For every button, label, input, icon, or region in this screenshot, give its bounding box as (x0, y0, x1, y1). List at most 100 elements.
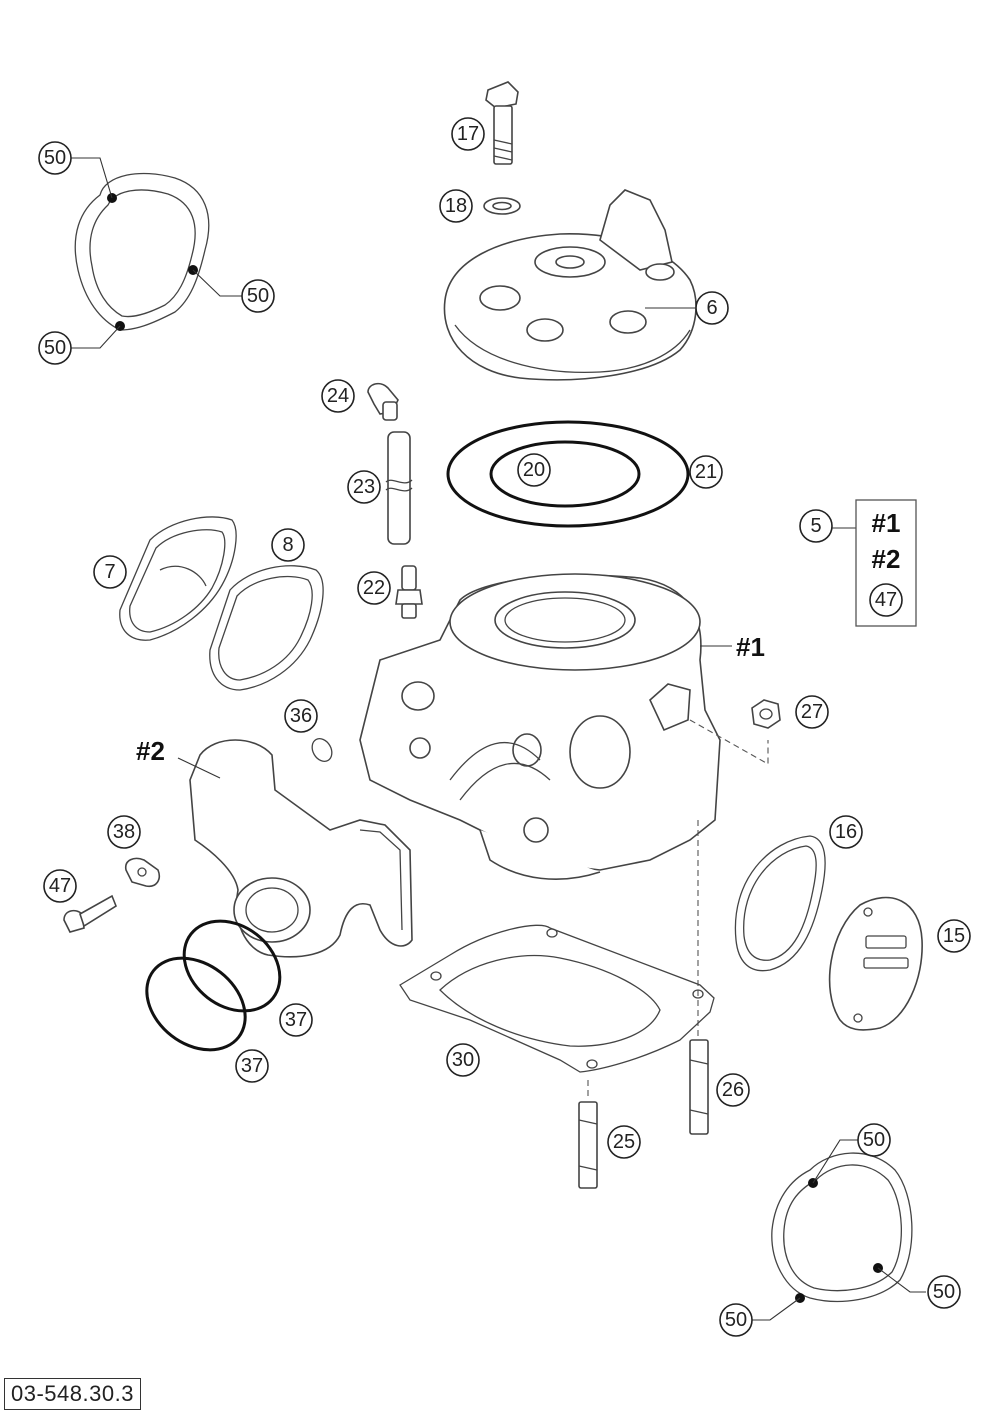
callout-circle (451, 117, 485, 151)
callout-50: 50 (857, 1123, 891, 1157)
callout-number: 24 (327, 385, 349, 407)
callout-circle (829, 815, 863, 849)
callout-number: 15 (943, 925, 965, 947)
callout-number: 22 (363, 577, 385, 599)
callout-25: 25 (607, 1125, 641, 1159)
callout-circle (689, 455, 723, 489)
callout-circle (38, 141, 72, 175)
callout-circle (271, 528, 305, 562)
legend-item-3: 47 (875, 589, 897, 611)
callout-6: 6 (695, 291, 729, 325)
screw-47 (63, 894, 117, 933)
callout-circle (235, 1049, 269, 1083)
legend-part-number: 5 (810, 515, 821, 537)
legend-item-1: #1 (872, 508, 901, 538)
callout-30: 30 (446, 1043, 480, 1077)
group-label-cylinder: #1 (736, 632, 765, 662)
callout-number: 50 (44, 147, 66, 169)
callout-number: 8 (282, 534, 293, 556)
callout-15: 15 (937, 919, 971, 953)
callout-23: 23 (347, 470, 381, 504)
stud-26 (689, 1039, 709, 1135)
callout-circle (795, 695, 829, 729)
callout-circle (284, 699, 318, 733)
callout-circle (695, 291, 729, 325)
callout-37: 37 (235, 1049, 269, 1083)
callout-20: 20 (517, 453, 551, 487)
callout-circle (517, 453, 551, 487)
callout-18: 18 (439, 189, 473, 223)
callout-circle (719, 1303, 753, 1337)
callout-circle (716, 1073, 750, 1107)
callout-number: 50 (725, 1309, 747, 1331)
callout-number: 50 (247, 285, 269, 307)
callout-number: 16 (835, 821, 857, 843)
gasket-16 (734, 835, 826, 972)
callout-50: 50 (38, 141, 72, 175)
callout-circle (927, 1275, 961, 1309)
washer-18 (483, 197, 521, 215)
callout-number: 7 (104, 561, 115, 583)
cylinder-head-6 (443, 189, 697, 381)
callout-number: 23 (353, 476, 375, 498)
hose-fitting-24 (367, 382, 399, 421)
cover-gasket-bottom-right (752, 1139, 926, 1321)
callout-circle (439, 189, 473, 223)
cylinder-assembly (359, 573, 721, 880)
callout-number: 50 (863, 1129, 885, 1151)
callout-number: 37 (285, 1009, 307, 1031)
callout-number: 27 (801, 701, 823, 723)
cover-gasket-top-left (70, 157, 242, 349)
callout-50: 50 (38, 331, 72, 365)
callout-7: 7 (93, 555, 127, 589)
callout-50: 50 (927, 1275, 961, 1309)
legend-item-2: #2 (872, 544, 901, 574)
bolt-17 (485, 81, 519, 165)
callout-number: 18 (445, 195, 467, 217)
callout-circle (321, 379, 355, 413)
callout-16: 16 (829, 815, 863, 849)
nut-27 (751, 699, 781, 729)
callout-circle (43, 869, 77, 903)
gasket-7 (119, 516, 237, 641)
callout-circle (241, 279, 275, 313)
gasket-8 (209, 565, 324, 691)
drawing-code: 03-548.30.3 (4, 1378, 141, 1410)
callout-47: 47 (43, 869, 77, 903)
callout-number: 50 (933, 1281, 955, 1303)
callout-number: 25 (613, 1131, 635, 1153)
base-gasket-30 (399, 924, 715, 1073)
manifold-orings (145, 919, 282, 1052)
callout-22: 22 (357, 571, 391, 605)
nipple-22 (395, 565, 423, 619)
callout-number: 50 (44, 337, 66, 359)
callout-circle (857, 1123, 891, 1157)
callout-27: 27 (795, 695, 829, 729)
callout-circle (107, 815, 141, 849)
callout-number: 6 (706, 297, 717, 319)
callout-number: 17 (457, 123, 479, 145)
callout-number: 21 (695, 461, 717, 483)
callout-8: 8 (271, 528, 305, 562)
callout-circle (607, 1125, 641, 1159)
callout-circle (347, 470, 381, 504)
stud-25 (578, 1101, 598, 1189)
callout-26: 26 (716, 1073, 750, 1107)
callout-21: 21 (689, 455, 723, 489)
callout-50: 50 (719, 1303, 753, 1337)
kit-legend: #1 #2 47 5 (799, 499, 917, 627)
callout-50: 50 (241, 279, 275, 313)
callout-circle (357, 571, 391, 605)
callout-24: 24 (321, 379, 355, 413)
intake-manifold (189, 739, 413, 958)
callout-circle (38, 331, 72, 365)
group-label-manifold: #2 (136, 736, 165, 766)
callout-circle (93, 555, 127, 589)
callout-number: 47 (49, 875, 71, 897)
hose-23 (385, 431, 413, 545)
callout-number: 36 (290, 705, 312, 727)
callout-number: 26 (722, 1079, 744, 1101)
cover-15 (828, 896, 923, 1031)
